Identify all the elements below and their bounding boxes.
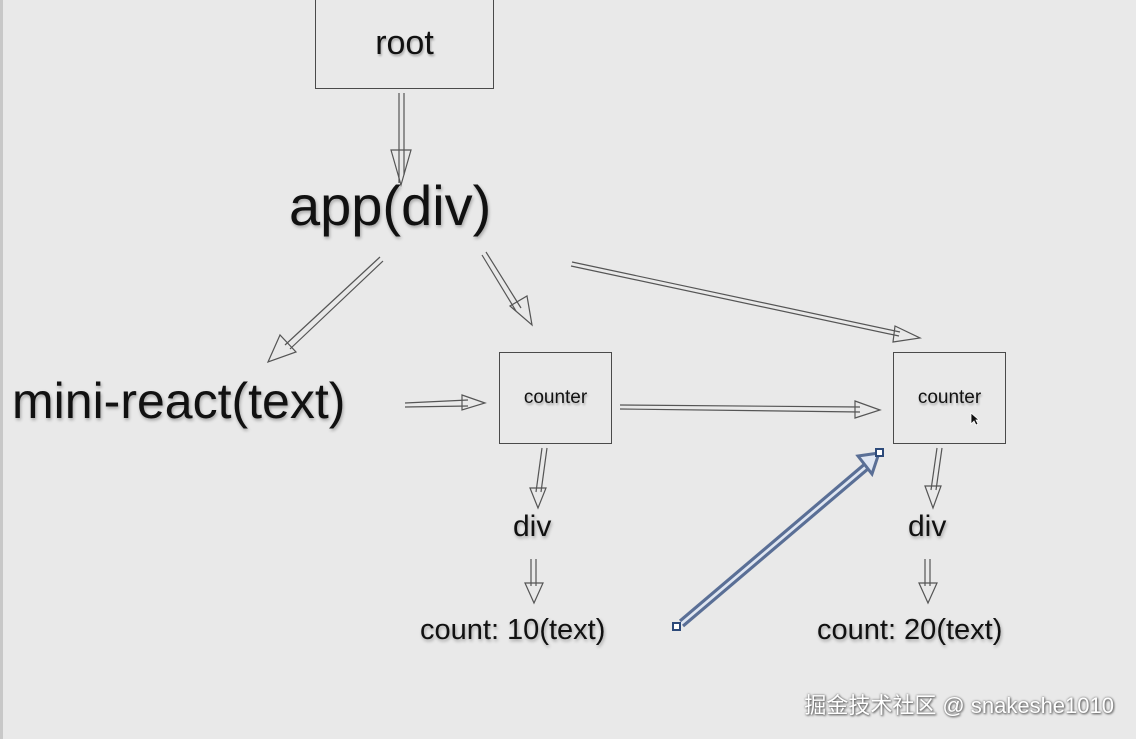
- node-count-1[interactable]: count: 10(text): [420, 614, 606, 646]
- node-div-1[interactable]: div: [513, 510, 552, 543]
- node-mini-react[interactable]: mini-react(text): [12, 373, 346, 429]
- arrow-div-2-to-count-2: [918, 559, 938, 605]
- arrow-app-to-counter-2: [570, 261, 923, 343]
- node-counter-1[interactable]: counter: [499, 352, 612, 444]
- window-edge: [0, 0, 3, 739]
- arrow-counter-1-to-div-1: [529, 447, 548, 510]
- selection-handle-end[interactable]: [875, 448, 884, 457]
- node-count-2[interactable]: count: 20(text): [817, 614, 1003, 646]
- mouse-pointer-icon: [970, 412, 980, 426]
- node-div-2[interactable]: div: [908, 510, 947, 543]
- node-root-label: root: [375, 24, 434, 62]
- node-counter-1-label: counter: [523, 387, 588, 408]
- arrow-counter-2-to-div-2: [924, 447, 943, 510]
- selection-handle-start[interactable]: [672, 622, 681, 631]
- node-counter-2[interactable]: counter: [893, 352, 1006, 444]
- selected-arrow-count-1-to-counter-2[interactable]: [672, 448, 884, 631]
- arrow-app-to-counter-1: [481, 251, 533, 327]
- node-root[interactable]: root: [315, 0, 494, 89]
- node-app[interactable]: app(div): [289, 174, 492, 237]
- node-counter-2-label: counter: [917, 387, 982, 408]
- arrow-root-to-app: [390, 93, 412, 188]
- arrow-counter-1-to-counter-2: [619, 400, 882, 419]
- arrow-mini-react-to-counter-1: [404, 394, 487, 411]
- watermark-text: 掘金技术社区 @ snakeshe1010: [804, 693, 1114, 718]
- arrow-app-to-mini-react: [266, 256, 384, 364]
- arrow-div-1-to-count-1: [524, 559, 544, 605]
